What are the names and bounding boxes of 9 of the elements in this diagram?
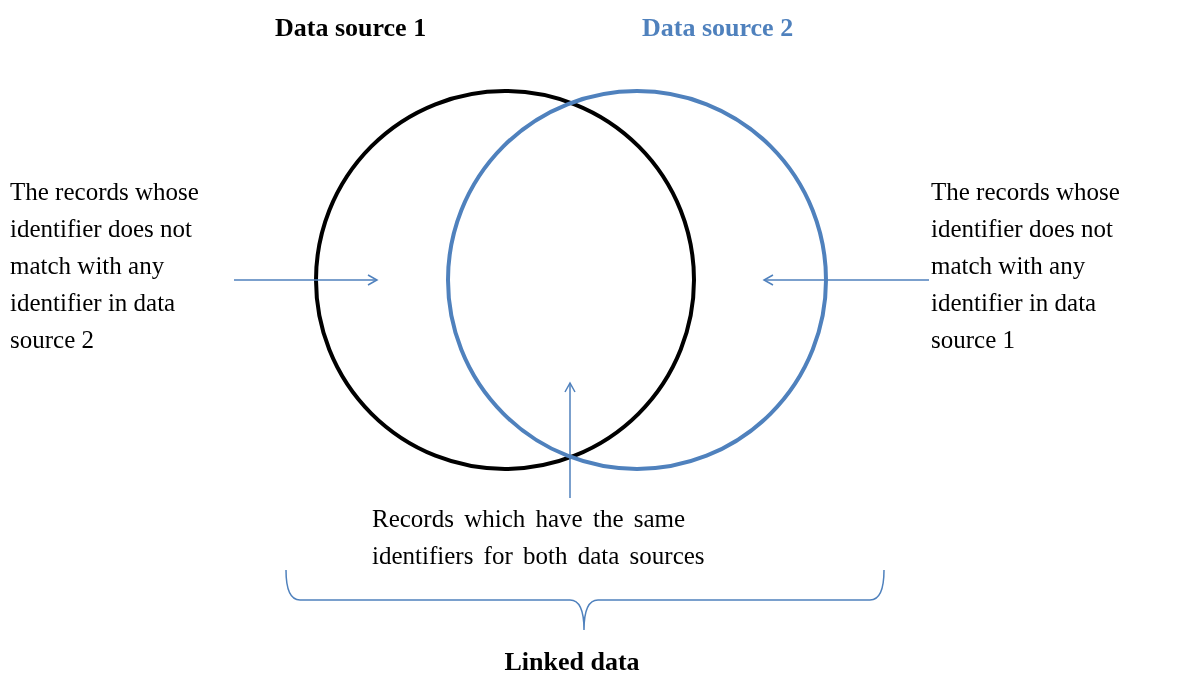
bracket-label: Linked data	[503, 646, 641, 675]
arrow	[233, 274, 378, 286]
annotation-text: The records whose identifier does not match with any identifier in data source 1	[931, 177, 1121, 355]
circle-title: Data source 1	[275, 12, 427, 44]
annotation-text: Records which have the same identifiers for both data sources	[372, 504, 706, 571]
arrow	[564, 382, 576, 499]
arrow	[763, 274, 930, 286]
annotation-text: The records whose identifier does not match with any identifier in data source 2	[10, 177, 200, 355]
circle-title: Data source 2	[642, 12, 794, 44]
